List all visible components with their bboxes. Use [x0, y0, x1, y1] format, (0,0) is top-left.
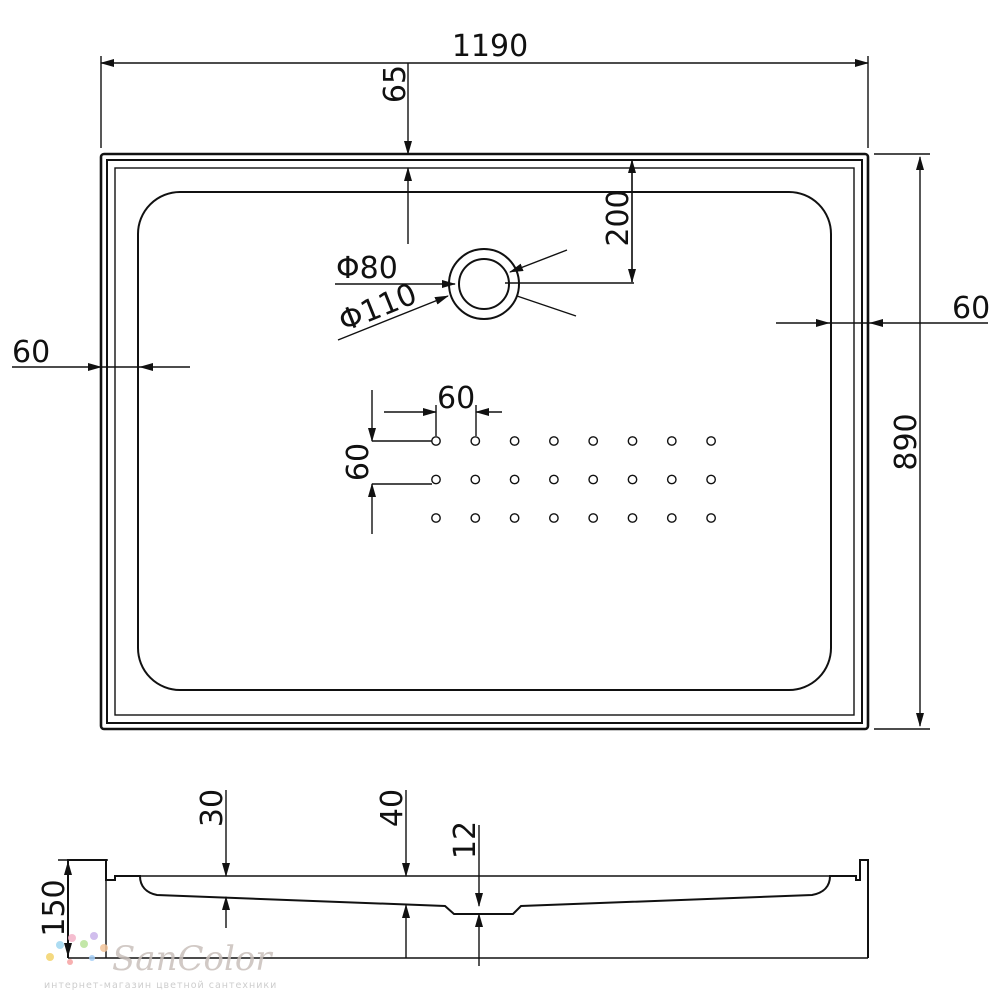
dimension-drain-outer: Φ110 [334, 277, 577, 341]
dimension-depth-2: 40 [375, 789, 410, 958]
drain-inner-ring [458, 258, 510, 310]
anti-slip-dot [706, 513, 716, 523]
depth-label-2: 40 [375, 789, 410, 827]
anti-slip-dot [588, 513, 599, 523]
anti-slip-dot [509, 436, 520, 446]
anti-slip-dot [627, 474, 638, 485]
dimension-drain-inner: Φ80 [335, 249, 568, 288]
drain-depth-label: 12 [448, 821, 483, 859]
dimension-drain-offset: 200 [505, 159, 636, 284]
width-label: 1190 [452, 29, 528, 64]
anti-slip-dot [549, 436, 559, 446]
anti-slip-dot [431, 436, 441, 446]
tray-rim-line-2 [114, 167, 855, 716]
anti-slip-dot [431, 474, 441, 485]
anti-slip-dot [509, 474, 520, 485]
dimension-depth-1: 30 [195, 789, 230, 928]
dimension-left-rim: 60 [12, 335, 190, 371]
anti-slip-dot [706, 436, 716, 446]
watermark-brand: SanColor [112, 939, 273, 979]
anti-slip-dot [627, 513, 638, 523]
total-height-label: 150 [37, 879, 72, 936]
watermark-tagline: интернет-магазин цветной сантехники [44, 980, 277, 991]
watermark-dots-icon [46, 932, 108, 965]
drain-offset-right-label: 200 [601, 189, 636, 246]
anti-slip-dot [549, 513, 559, 523]
right-rim-label: 60 [952, 291, 990, 326]
dimension-drain-top: 65 [378, 63, 413, 244]
anti-slip-dot [627, 436, 638, 446]
dot-spacing-x-label: 60 [437, 381, 475, 416]
drain-outer-diameter-label: Φ110 [334, 277, 422, 340]
anti-slip-dot [588, 436, 599, 446]
drain [448, 248, 520, 320]
dimension-dot-spacing-x: 60 [384, 381, 502, 436]
anti-slip-dot [666, 513, 677, 523]
section-view: 150 30 40 12 [37, 789, 869, 966]
drain-inner-diameter-label: Φ80 [336, 251, 398, 286]
dimension-drain-depth: 12 [448, 821, 483, 966]
anti-slip-dot [549, 474, 559, 485]
depth-label-1: 30 [195, 789, 230, 827]
tray-outer-edge [99, 152, 870, 731]
dimension-right-rim: 60 [776, 291, 990, 327]
left-rim-label: 60 [12, 335, 50, 370]
anti-slip-dot [470, 436, 481, 446]
anti-slip-dot [666, 474, 677, 485]
plan-view: 1190 65 200 Φ80 Φ110 [12, 29, 990, 731]
sancolor-watermark: SanColor интернет-магазин цветной сантех… [44, 932, 277, 991]
height-label: 890 [889, 413, 924, 470]
anti-slip-dot [509, 513, 520, 523]
anti-slip-dot [706, 474, 716, 485]
anti-slip-dot [588, 474, 599, 485]
dimension-width: 1190 [100, 29, 869, 148]
anti-slip-dot-grid [431, 436, 716, 523]
anti-slip-dot [666, 436, 677, 446]
dimension-dot-spacing-y: 60 [341, 390, 432, 534]
tray-basin [137, 191, 832, 691]
drain-offset-top-label: 65 [378, 65, 413, 103]
dot-spacing-y-label: 60 [341, 443, 376, 481]
tray-rim-line-1 [106, 159, 863, 724]
anti-slip-dot [470, 474, 481, 485]
anti-slip-dot [470, 513, 481, 523]
dimension-height: 890 [874, 153, 930, 730]
anti-slip-dot [431, 513, 441, 523]
